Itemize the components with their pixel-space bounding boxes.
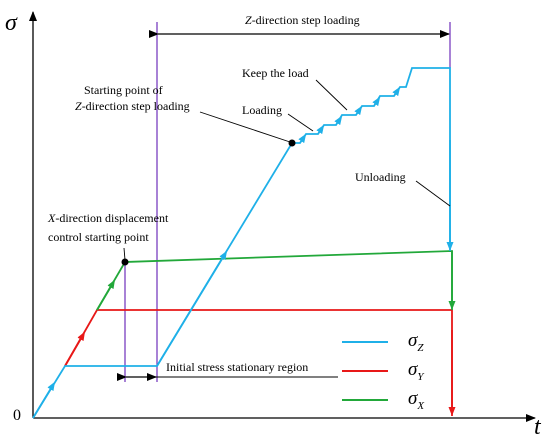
loading-label: Loading — [242, 103, 282, 117]
start-z-leader — [199, 111, 291, 143]
x-disp-leader — [123, 247, 126, 261]
sigma-z-step-arrow-3 — [334, 115, 343, 126]
sigma-z-step-arrow-1 — [298, 133, 307, 144]
origin-label: 0 — [13, 407, 21, 424]
unloading-label: Unloading — [355, 170, 406, 184]
sigma-z-step-arrow-6 — [392, 86, 401, 97]
sigma-x-curve — [96, 250, 453, 311]
sigma-z-rise-arrow — [156, 250, 228, 367]
legend-symbol-sigma-x: σX — [408, 388, 425, 412]
unloading-leader — [415, 180, 451, 207]
legend: σZ σY σX — [342, 330, 425, 412]
x-disp-label-line1: X-direction displacement — [47, 211, 169, 225]
start-z-label-line2: Z-direction step loading — [75, 99, 190, 113]
sigma-y-rise-arrow — [64, 331, 86, 367]
sigma-z-step-arrow-4 — [354, 105, 363, 116]
keep-load-leader — [315, 79, 348, 111]
x-axis-symbol: t — [534, 414, 542, 434]
z-step-range-label: Z-direction step loading — [245, 13, 360, 27]
sigma-z-start-arrow — [32, 381, 56, 419]
initial-region-label: Initial stress stationary region — [166, 360, 308, 374]
loading-leader — [287, 113, 314, 132]
legend-symbol-sigma-z: σZ — [408, 330, 424, 354]
start-z-label-line1: Starting point of — [84, 83, 163, 97]
x-disp-label-line2: control starting point — [48, 230, 149, 244]
y-axis-symbol: σ — [5, 10, 18, 36]
z-step-start-point — [288, 139, 296, 147]
sigma-z-step-arrow-5 — [372, 96, 381, 107]
x-displacement-start-point — [121, 258, 129, 266]
sigma-x-rise-arrow — [96, 279, 116, 311]
keep-load-label: Keep the load — [242, 66, 309, 80]
sigma-z-step-arrow-2 — [316, 124, 325, 135]
legend-symbol-sigma-y: σY — [408, 359, 425, 383]
